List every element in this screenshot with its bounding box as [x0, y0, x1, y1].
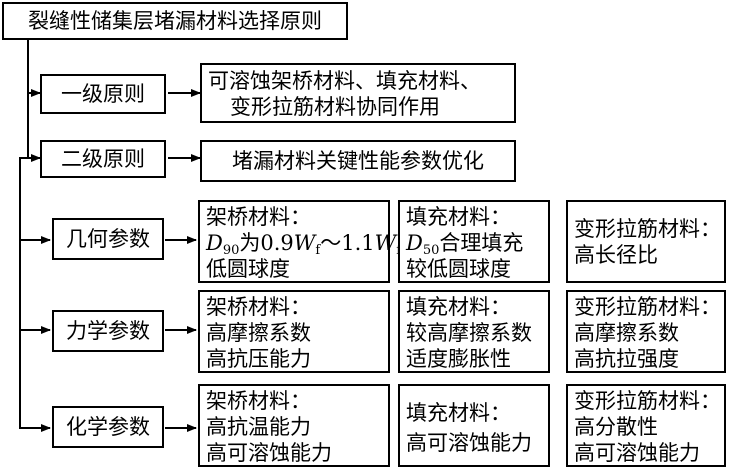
- param-geom-label: 几何参数: [66, 227, 150, 251]
- mech-bridge-line1: 高摩擦系数: [206, 321, 311, 345]
- wf-subscript-1: f: [315, 243, 321, 258]
- d90-text: 为0.9: [239, 231, 294, 255]
- level1-desc-box: 可溶蚀架桥材料、填充材料、 变形拉筋材料协同作用: [200, 63, 516, 123]
- wf-symbol-2: W: [374, 231, 397, 255]
- d50-symbol: D: [406, 231, 423, 255]
- param-geom-box: 几何参数: [52, 218, 164, 260]
- mech-fill-title: 填充材料：: [406, 295, 511, 319]
- chem-bridge-line2: 高可溶蚀能力: [206, 441, 332, 465]
- chem-fill-cell: 填充材料： 高可溶蚀能力: [398, 384, 550, 467]
- mech-bridge-line2: 高抗压能力: [206, 347, 311, 371]
- level1-label: 一级原则: [61, 82, 145, 106]
- mech-fill-cell: 填充材料： 较高摩擦系数 适度膨胀性: [398, 290, 550, 373]
- chem-fiber-line2: 高可溶蚀能力: [574, 441, 700, 465]
- mech-fiber-cell: 变形拉筋材料： 高摩擦系数 高抗拉强度: [566, 290, 726, 373]
- mech-fill-line2: 适度膨胀性: [406, 347, 511, 371]
- level2-label: 二级原则: [61, 147, 145, 171]
- geom-bridge-line2: 低圆球度: [206, 257, 290, 281]
- mech-fiber-title: 变形拉筋材料：: [574, 295, 721, 319]
- geom-fill-line2: 较低圆球度: [406, 257, 511, 281]
- mech-bridge-title: 架桥材料：: [206, 295, 311, 319]
- title-box: 裂缝性储集层堵漏材料选择原则: [2, 2, 348, 40]
- level2-to-chem-arrow: [19, 157, 51, 432]
- range-separator: ～1.1: [320, 231, 375, 255]
- chem-bridge-line1: 高抗温能力: [206, 415, 311, 439]
- geom-bridge-title: 架桥材料：: [206, 205, 311, 229]
- geom-bridge-cell: 架桥材料： D90为0.9Wf～1.1Wf 低圆球度: [198, 200, 401, 283]
- level1-desc-line2: 变形拉筋材料协同作用: [230, 95, 440, 119]
- chem-fill-line1: 高可溶蚀能力: [406, 431, 532, 455]
- title-text: 裂缝性储集层堵漏材料选择原则: [28, 9, 322, 33]
- param-chem-box: 化学参数: [52, 406, 164, 448]
- level1-desc-line1: 可溶蚀架桥材料、填充材料、: [208, 69, 481, 93]
- level1-box: 一级原则: [40, 74, 166, 114]
- level2-box: 二级原则: [40, 140, 166, 178]
- param-mech-label: 力学参数: [66, 319, 150, 343]
- chem-fill-title: 填充材料：: [406, 401, 511, 425]
- geom-fiber-title: 变形拉筋材料：: [574, 217, 721, 241]
- d90-symbol: D: [206, 231, 223, 255]
- geom-fill-title: 填充材料：: [406, 205, 511, 229]
- title-to-level2-arrow: [27, 93, 41, 162]
- d90-subscript: 90: [222, 243, 240, 258]
- wf-symbol-1: W: [293, 231, 316, 255]
- d50-text: 合理填充: [439, 231, 524, 255]
- mech-fill-line1: 较高摩擦系数: [406, 321, 532, 345]
- level2-desc: 堵漏材料关键性能参数优化: [232, 149, 484, 173]
- level2-desc-box: 堵漏材料关键性能参数优化: [200, 140, 516, 182]
- chem-fiber-cell: 变形拉筋材料： 高分散性 高可溶蚀能力: [566, 384, 726, 467]
- geom-fill-cell: 填充材料： D50合理填充 较低圆球度: [398, 200, 550, 283]
- param-mech-box: 力学参数: [52, 310, 164, 352]
- chem-bridge-cell: 架桥材料： 高抗温能力 高可溶蚀能力: [198, 384, 390, 467]
- geom-fill-formula: D50合理填充: [406, 230, 523, 264]
- title-to-level1-arrow: [27, 38, 41, 97]
- mech-bridge-cell: 架桥材料： 高摩擦系数 高抗压能力: [198, 290, 390, 373]
- chem-fiber-title: 变形拉筋材料：: [574, 389, 721, 413]
- geom-fiber-line1: 高长径比: [574, 243, 658, 267]
- geom-fiber-cell: 变形拉筋材料： 高长径比: [566, 200, 726, 283]
- param-chem-label: 化学参数: [66, 415, 150, 439]
- d50-subscript: 50: [422, 243, 440, 258]
- chem-bridge-title: 架桥材料：: [206, 389, 311, 413]
- chem-fiber-line1: 高分散性: [574, 415, 658, 439]
- mech-fiber-line2: 高抗拉强度: [574, 347, 679, 371]
- geom-bridge-formula: D90为0.9Wf～1.1Wf: [206, 230, 401, 264]
- mech-fiber-line1: 高摩擦系数: [574, 321, 679, 345]
